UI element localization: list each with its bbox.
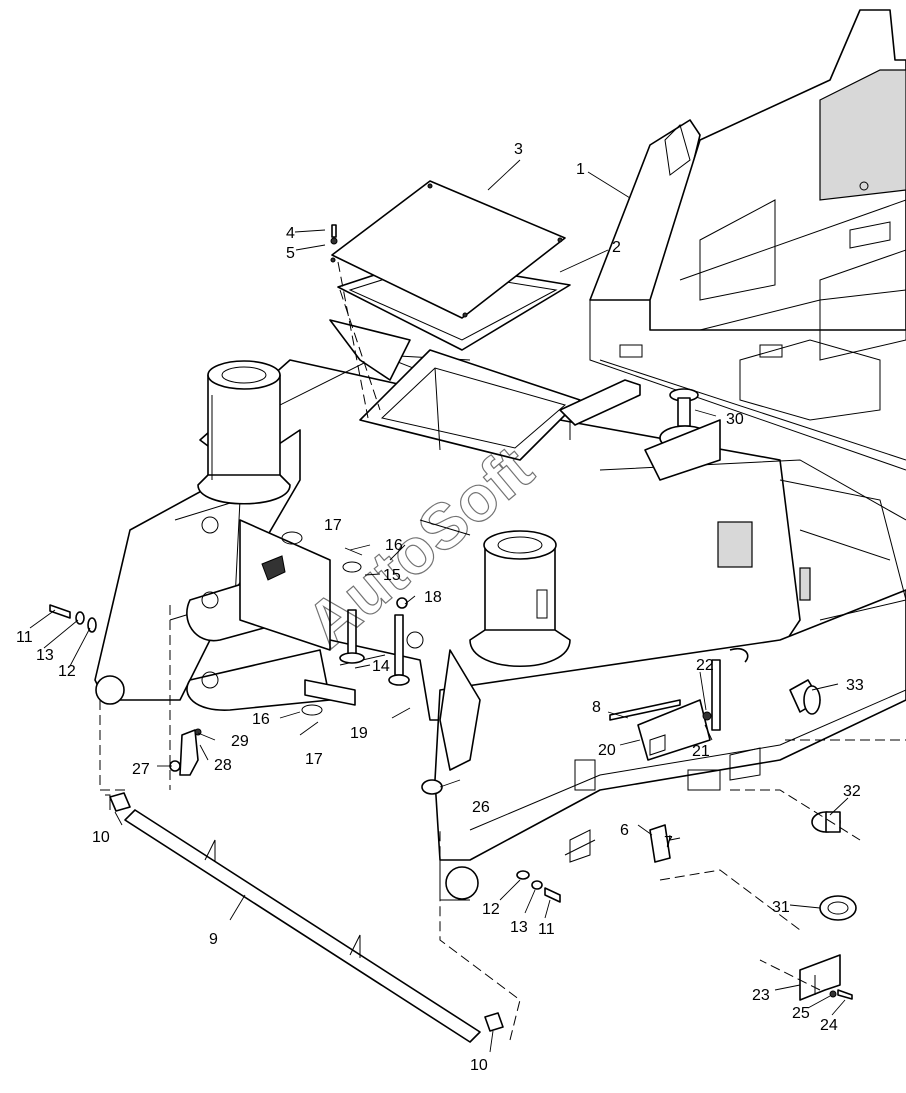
link-parts bbox=[299, 547, 411, 736]
bolt-stack-left bbox=[49, 604, 97, 633]
callout-33: 33 bbox=[846, 677, 864, 694]
callout-2: 2 bbox=[612, 239, 621, 256]
callout-15: 15 bbox=[383, 567, 401, 584]
bolt-stack-top bbox=[330, 224, 338, 245]
callout-20: 20 bbox=[598, 742, 616, 759]
callout-10-right: 10 bbox=[470, 1057, 488, 1074]
column-cap bbox=[644, 388, 721, 481]
bolt-stack-bottom bbox=[516, 870, 561, 903]
callout-21: 21 bbox=[692, 743, 710, 760]
cover-plate bbox=[330, 180, 566, 319]
articulation-bracket bbox=[186, 519, 331, 711]
left-bracket bbox=[169, 728, 202, 776]
callout-5: 5 bbox=[286, 245, 295, 262]
callout-30: 30 bbox=[726, 411, 744, 428]
callout-labels: 1 2 3 4 5 6 7 8 9 10 10 11 11 12 12 13 1… bbox=[16, 141, 864, 1074]
cab-frame bbox=[589, 9, 906, 471]
left-column bbox=[197, 360, 291, 505]
callout-4: 4 bbox=[286, 225, 295, 242]
callout-19: 19 bbox=[350, 725, 368, 742]
callout-13-left: 13 bbox=[36, 647, 54, 664]
right-column bbox=[469, 530, 571, 668]
callout-31: 31 bbox=[772, 899, 790, 916]
callout-25: 25 bbox=[792, 1005, 810, 1022]
callout-8: 8 bbox=[592, 699, 601, 716]
callout-22: 22 bbox=[696, 657, 714, 674]
callout-18: 18 bbox=[424, 589, 442, 606]
callout-17-top: 17 bbox=[324, 517, 342, 534]
mount-bracket bbox=[799, 954, 841, 1001]
bushing-left bbox=[109, 792, 131, 812]
connector-33 bbox=[789, 679, 821, 715]
callout-29: 29 bbox=[231, 733, 249, 750]
callout-10-left: 10 bbox=[92, 829, 110, 846]
callout-14: 14 bbox=[372, 658, 390, 675]
callout-11-bottom: 11 bbox=[538, 921, 555, 938]
callout-28: 28 bbox=[214, 757, 232, 774]
pivot-shaft bbox=[105, 794, 481, 1043]
small-bracket bbox=[649, 824, 681, 863]
callout-7: 7 bbox=[664, 834, 673, 851]
connector-31 bbox=[819, 895, 857, 921]
callout-12-bottom: 12 bbox=[482, 901, 500, 918]
bracket-bolt bbox=[829, 989, 853, 1000]
callout-13-bottom: 13 bbox=[510, 919, 528, 936]
callout-26: 26 bbox=[472, 799, 490, 816]
callout-23: 23 bbox=[752, 987, 770, 1004]
callout-12-left: 12 bbox=[58, 663, 76, 680]
callout-11-left: 11 bbox=[16, 629, 33, 646]
fitting-plate bbox=[609, 659, 721, 761]
bushing-right bbox=[484, 1012, 504, 1032]
callout-32: 32 bbox=[843, 783, 861, 800]
callout-17-bottom: 17 bbox=[305, 751, 323, 768]
connector-32 bbox=[811, 811, 841, 833]
snap-ring bbox=[729, 647, 749, 663]
callout-16-top: 16 bbox=[385, 537, 403, 554]
plug bbox=[421, 779, 443, 795]
callout-3: 3 bbox=[514, 141, 523, 158]
callout-27: 27 bbox=[132, 761, 150, 778]
leader-lines bbox=[29, 159, 849, 1053]
callout-16-bottom: 16 bbox=[252, 711, 270, 728]
callout-1: 1 bbox=[576, 161, 585, 178]
callout-9: 9 bbox=[209, 931, 218, 948]
handle bbox=[559, 379, 641, 440]
callout-6: 6 bbox=[620, 822, 629, 839]
callout-24: 24 bbox=[820, 1017, 838, 1034]
